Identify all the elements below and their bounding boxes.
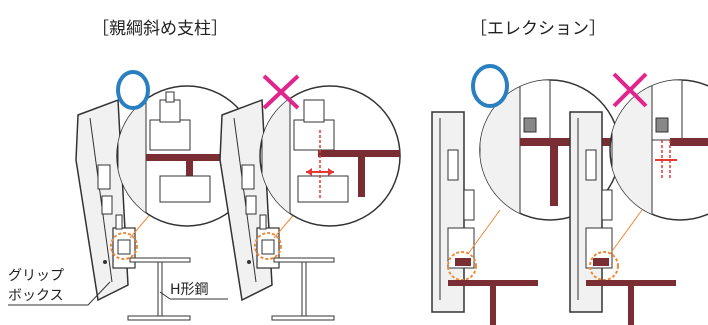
grip-box-label-line1: グリップ (8, 268, 64, 284)
correct-mark-2 (471, 64, 509, 108)
correct-mark-1 (116, 70, 150, 110)
wrong-mark-1 (262, 74, 300, 110)
detail-circle-erection-wrong (609, 79, 708, 221)
label-leader-lines (8, 281, 228, 306)
title-erection: ［エレクション］ (470, 19, 606, 39)
beam-right-2 (586, 280, 676, 325)
h-beam-left-2 (271, 257, 335, 321)
title-diagonal-strut: ［親綱斜め支柱］ (92, 19, 228, 39)
beam-right-1 (448, 280, 538, 325)
h-beam-left-1 (127, 257, 191, 321)
h-beam-label: H形鋼 (170, 282, 209, 298)
erection-wrong-figure (569, 111, 643, 313)
detail-circle-strut-wrong (259, 85, 401, 227)
wrong-mark-2 (612, 72, 648, 108)
grip-box-label-line2: ボックス (8, 288, 64, 304)
